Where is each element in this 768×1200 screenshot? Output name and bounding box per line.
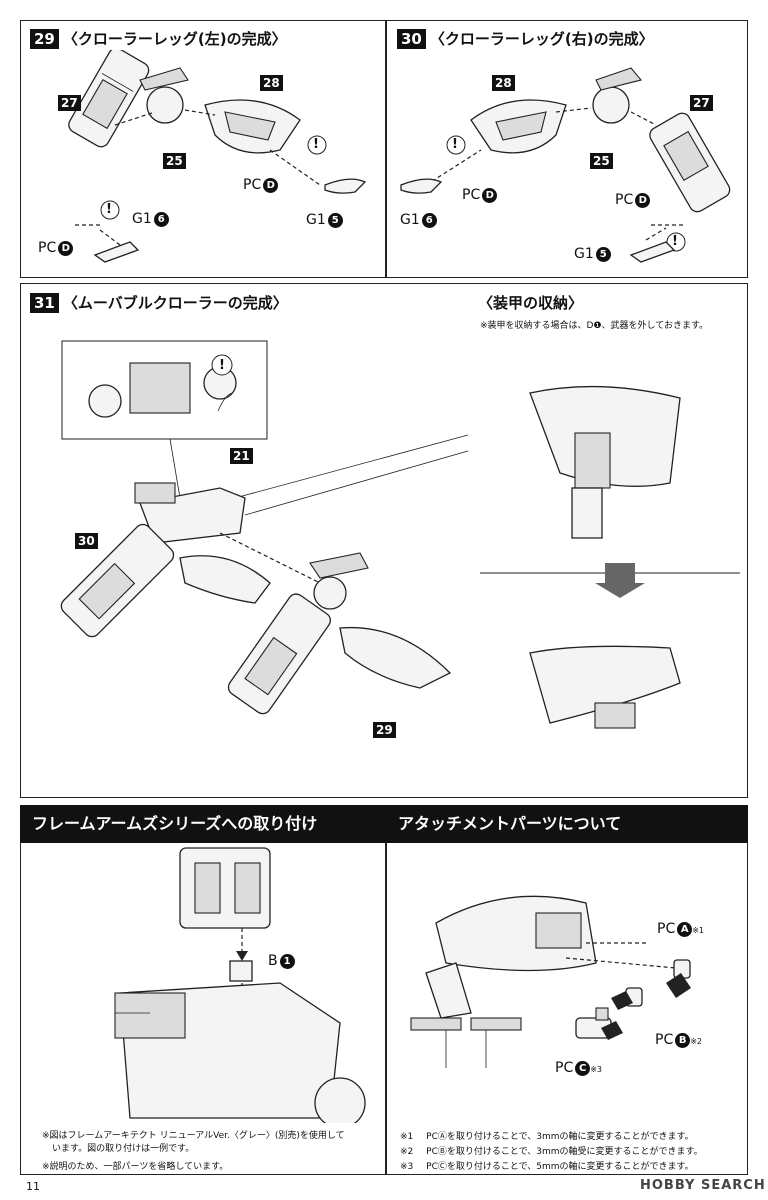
step31-part-21: 21 bbox=[230, 448, 253, 464]
step29-part-27: 27 bbox=[58, 95, 81, 111]
armor-storage-note: ※装甲を収納する場合は、D❶、武器を外しておきます。 bbox=[480, 321, 709, 331]
pc-d-marker: D bbox=[635, 192, 651, 208]
pc-c-marker: C bbox=[575, 1060, 591, 1076]
armor-storage-title: 〈装甲の収納〉 bbox=[478, 294, 584, 312]
g1-6-marker: 6 bbox=[153, 211, 169, 227]
note-mark: ※1 bbox=[400, 1132, 414, 1142]
pc-label: PC bbox=[615, 192, 634, 208]
attachment-diagram bbox=[410, 895, 691, 1068]
step30-title-text: 〈クローラーレッグ(右)の完成〉 bbox=[429, 30, 654, 48]
note-mark: ※2 bbox=[400, 1147, 414, 1157]
pc-b-marker: B bbox=[675, 1032, 691, 1048]
frame-arms-diagram bbox=[114, 847, 366, 1123]
attachment-note-2: ※2 PCⒷを取り付けることで、3mmの軸受に変更することができます。 bbox=[400, 1144, 703, 1157]
step30-diagram bbox=[400, 67, 731, 263]
g1-label: G1 bbox=[400, 212, 420, 228]
step29-title-text: 〈クローラーレッグ(左)の完成〉 bbox=[62, 30, 287, 48]
step31-warn-icon: ! bbox=[219, 358, 225, 373]
step29-part-28: 28 bbox=[260, 75, 283, 91]
g1-6-marker: 6 bbox=[421, 212, 437, 228]
step31-part-29: 29 bbox=[373, 722, 396, 738]
pc-c-footnote: ※3 bbox=[590, 1065, 603, 1074]
pc-label: PC bbox=[655, 1032, 674, 1048]
pc-b-footnote: ※2 bbox=[690, 1037, 703, 1046]
pc-label: PC bbox=[38, 240, 57, 256]
frame-arms-note-1a: ※図はフレームアーキテクト リニューアルVer.〈グレー〉(別売)を使用して bbox=[42, 1131, 345, 1141]
pc-a-footnote: ※1 bbox=[692, 926, 705, 935]
g1-5-marker: 5 bbox=[327, 212, 343, 228]
pc-d-marker: D bbox=[263, 177, 279, 193]
pc-d-marker: D bbox=[58, 240, 74, 256]
step30-part-25: 25 bbox=[590, 153, 613, 169]
step31-title-text: 〈ムーバブルクローラーの完成〉 bbox=[62, 294, 288, 312]
attachment-header: アタッチメントパーツについて bbox=[386, 805, 748, 843]
note-text: PCⒷを取り付けることで、3mmの軸受に変更することができます。 bbox=[426, 1147, 703, 1157]
pc-d-marker: D bbox=[482, 187, 498, 203]
attachment-note-3: ※3 PCⒸを取り付けることで、5mmの軸に変更することができます。 bbox=[400, 1159, 694, 1172]
step30-warn-icon-1: ! bbox=[452, 137, 458, 152]
frame-arms-note-1: ※図はフレームアーキテクト リニューアルVer.〈グレー〉(別売)を使用して い… bbox=[42, 1130, 345, 1156]
frame-arms-note-1b: います。図の取り付けは一例です。 bbox=[52, 1144, 195, 1154]
step30-warn-icon-2: ! bbox=[672, 234, 678, 249]
step31-diagram bbox=[60, 340, 740, 729]
step30-part-28: 28 bbox=[492, 75, 515, 91]
note-text: PCⒶを取り付けることで、3mmの軸に変更することができます。 bbox=[426, 1132, 694, 1142]
step31-title: 31〈ムーバブルクローラーの完成〉 bbox=[30, 292, 288, 313]
attachment-note-1: ※1 PCⒶを取り付けることで、3mmの軸に変更することができます。 bbox=[400, 1129, 694, 1142]
frame-arms-note-2: ※説明のため、一部パーツを省略しています。 bbox=[42, 1162, 229, 1172]
step29-warn-icon-2: ! bbox=[106, 202, 112, 217]
b-1-marker: 1 bbox=[279, 953, 295, 969]
pc-a-marker: A bbox=[677, 921, 693, 937]
page-number: 11 bbox=[26, 1180, 40, 1193]
step31-number: 31 bbox=[30, 293, 59, 313]
g1-5-marker: 5 bbox=[595, 246, 611, 262]
g1-label: G1 bbox=[574, 246, 594, 262]
note-text: PCⒸを取り付けることで、5mmの軸に変更することができます。 bbox=[426, 1162, 694, 1172]
g1-label: G1 bbox=[132, 211, 152, 227]
pc-label: PC bbox=[462, 187, 481, 203]
step30-title: 30〈クローラーレッグ(右)の完成〉 bbox=[397, 28, 654, 49]
watermark: HOBBY SEARCH bbox=[640, 1178, 766, 1193]
step30-number: 30 bbox=[397, 29, 426, 49]
step29-title: 29〈クローラーレッグ(左)の完成〉 bbox=[30, 28, 287, 49]
frame-arms-header: フレームアームズシリーズへの取り付け bbox=[20, 805, 386, 843]
step29-part-25: 25 bbox=[163, 153, 186, 169]
step29-warn-icon-1: ! bbox=[313, 137, 319, 152]
step31-part-30: 30 bbox=[75, 533, 98, 549]
g1-label: G1 bbox=[306, 212, 326, 228]
pc-label: PC bbox=[555, 1060, 574, 1076]
pc-label: PC bbox=[657, 921, 676, 937]
b-label: B bbox=[268, 953, 278, 969]
step29-number: 29 bbox=[30, 29, 59, 49]
step30-part-27: 27 bbox=[690, 95, 713, 111]
pc-label: PC bbox=[243, 177, 262, 193]
step29-diagram bbox=[68, 50, 367, 263]
note-mark: ※3 bbox=[400, 1162, 414, 1172]
